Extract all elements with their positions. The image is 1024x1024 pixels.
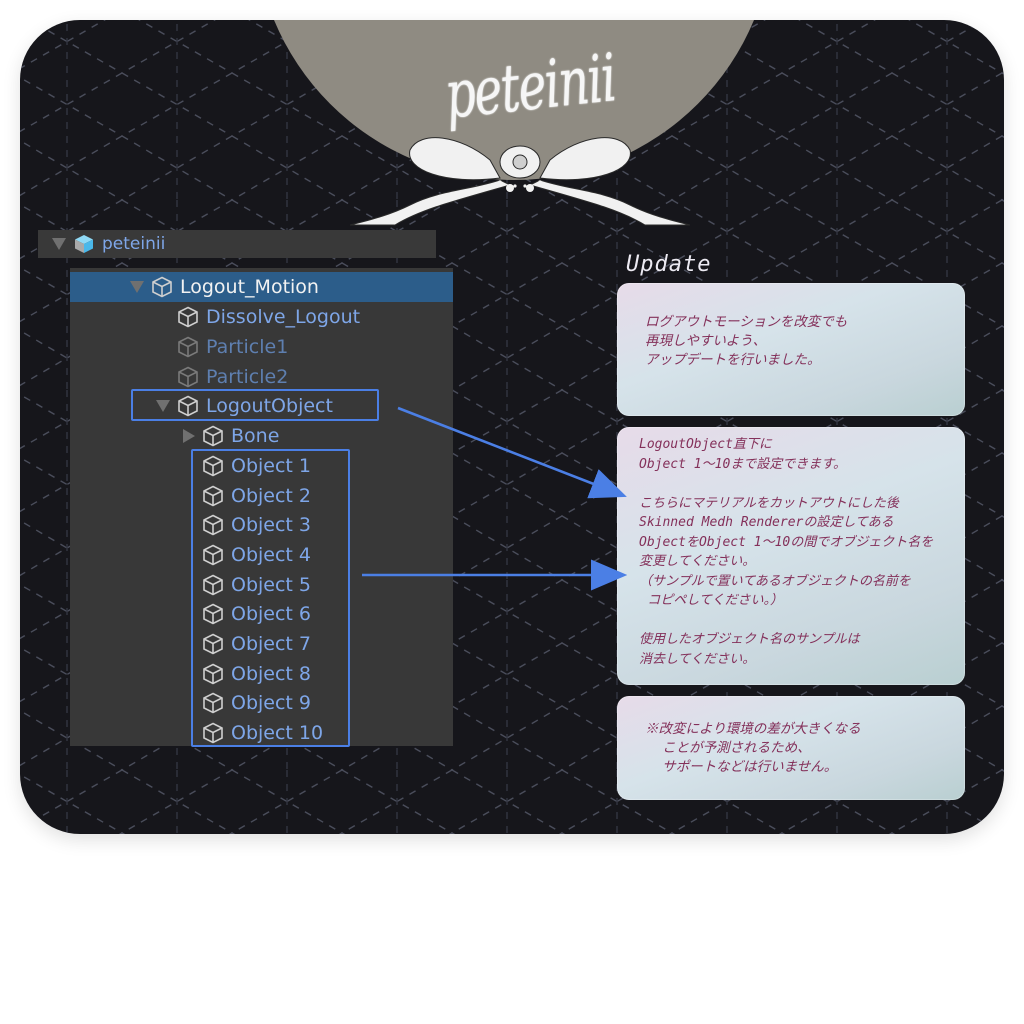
cube-icon [203, 574, 223, 596]
tree-row-logoutobject[interactable]: LogoutObject [70, 391, 453, 421]
update-note-2: LogoutObject直下に Object 1〜10まで設定できます。 こちら… [617, 427, 965, 685]
ribbon-bow-icon [350, 137, 690, 226]
tree-row-bone[interactable]: Bone [70, 421, 453, 451]
update-heading: Update [626, 252, 712, 277]
expand-arrow-icon[interactable] [130, 281, 144, 293]
update-note-1: ログアウトモーションを改変でも 再現しやすいよう、 アップデートを行いました。 [617, 283, 965, 416]
cube-icon [203, 663, 223, 685]
tree-row-object-8[interactable]: Object 8 [70, 659, 453, 689]
tree-row-object-2[interactable]: Object 2 [70, 481, 453, 511]
cube-icon [203, 603, 223, 625]
tree-row-particle2[interactable]: Particle2 [70, 362, 453, 392]
tree-row-object-3[interactable]: Object 3 [70, 510, 453, 540]
expand-arrow-icon[interactable] [52, 238, 66, 250]
tree-row-object-6[interactable]: Object 6 [70, 599, 453, 629]
cube-icon [203, 692, 223, 714]
hierarchy-panel: Logout_Motion Dissolve_Logout Particle1 … [70, 268, 453, 746]
cube-icon [203, 514, 223, 536]
prefab-cube-icon [75, 235, 93, 253]
tree-row-particle1[interactable]: Particle1 [70, 332, 453, 362]
tree-row-logout-motion[interactable]: Logout_Motion [70, 272, 453, 302]
collapse-arrow-icon[interactable] [183, 429, 195, 443]
expand-arrow-icon[interactable] [156, 400, 170, 412]
cube-icon [203, 722, 223, 744]
cube-icon [203, 544, 223, 566]
cube-icon [203, 455, 223, 477]
cube-icon [178, 306, 198, 328]
note2-text: LogoutObject直下に Object 1〜10まで設定できます。 こちら… [639, 437, 934, 667]
tree-row-object-9[interactable]: Object 9 [70, 688, 453, 718]
tree-row-object-5[interactable]: Object 5 [70, 570, 453, 600]
tree-row-object-4[interactable]: Object 4 [70, 540, 453, 570]
tree-row-object-1[interactable]: Object 1 [70, 451, 453, 481]
promo-card: peteinii peteinii Logout_Motio [20, 20, 1004, 834]
tree-row-object-10[interactable]: Object 10 [70, 718, 453, 748]
objects-highlight-box [191, 449, 350, 747]
logoutobject-highlight-box [131, 389, 379, 421]
cube-icon [203, 633, 223, 655]
cube-icon [178, 395, 198, 417]
tree-row-object-7[interactable]: Object 7 [70, 629, 453, 659]
cube-icon [178, 336, 198, 358]
note1-text: ログアウトモーションを改変でも 再現しやすいよう、 アップデートを行いました。 [645, 314, 848, 368]
cube-icon [203, 485, 223, 507]
cube-icon [203, 425, 223, 447]
tree-row-dissolve-logout[interactable]: Dissolve_Logout [70, 302, 453, 332]
cube-icon [178, 366, 198, 388]
hierarchy-root-row[interactable]: peteinii [38, 230, 436, 258]
root-label: peteinii [102, 234, 166, 254]
update-note-3: ※改変により環境の差が大きくなる ことが予測されるため、 サポートなどは行いませ… [617, 696, 965, 800]
note3-text: ※改変により環境の差が大きくなる ことが予測されるため、 サポートなどは行いませ… [645, 721, 861, 775]
cube-icon [152, 276, 172, 298]
